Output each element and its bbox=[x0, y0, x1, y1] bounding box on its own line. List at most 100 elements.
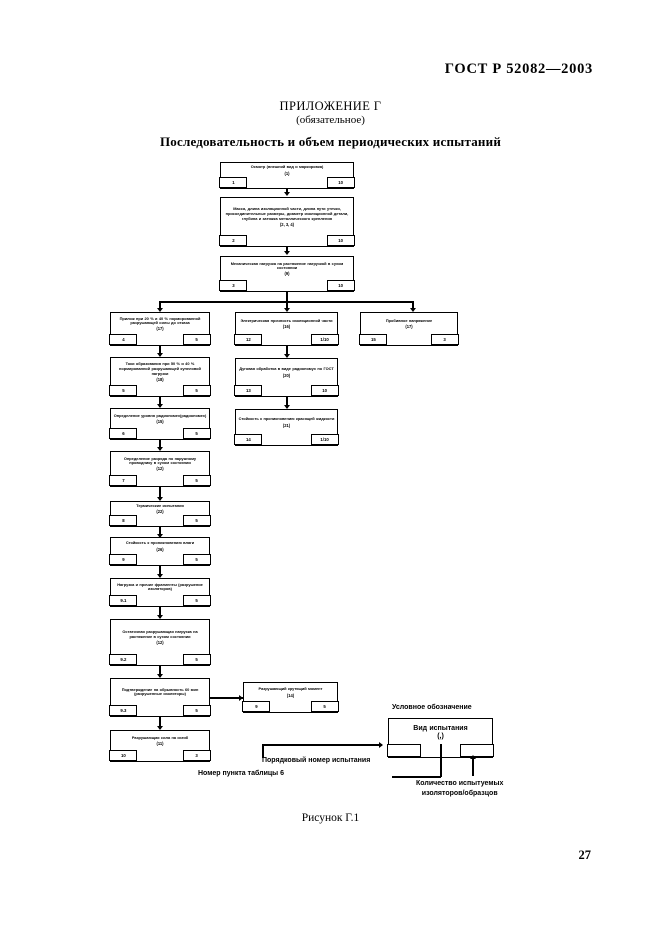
flow-node-7-foot: 7 5 bbox=[109, 475, 211, 486]
flow-node-5-text: Токи образования при 50 % и 40 % нормиро… bbox=[119, 361, 201, 376]
legend-sample-body: Вид испытания (,) bbox=[389, 719, 492, 744]
legend-leader-quantity-v bbox=[472, 758, 474, 776]
flow-node-18-ref: (14) bbox=[286, 692, 295, 698]
flow-node-13-foot: 10 3 bbox=[109, 750, 211, 761]
flow-node-16-foot: 14 1/10 bbox=[234, 434, 339, 445]
flow-node-14-text: Электрическая прочность изоляционной час… bbox=[240, 317, 333, 323]
flow-node-9-body: Стойкость к проникновению влаги (26) bbox=[111, 538, 209, 554]
flow-node-14-body: Электрическая прочность изоляционной час… bbox=[236, 313, 337, 334]
flow-node-12-order: 9.3 bbox=[109, 705, 138, 716]
arrow-branch-left bbox=[156, 308, 163, 312]
flow-node-6-order: 6 bbox=[109, 428, 138, 439]
flow-node-8-body: Термические испытания (22) bbox=[111, 502, 209, 515]
appendix-subtitle: (обязательное) bbox=[296, 114, 365, 126]
connector-9-10 bbox=[159, 566, 161, 577]
legend-sample-text: Вид испытания bbox=[413, 725, 468, 733]
flow-node-18-order: 9 bbox=[242, 701, 271, 712]
flow-node-2-count: 10 bbox=[326, 235, 355, 246]
flow-node-12: Подтверждение на обрывность 60 мин (разр… bbox=[109, 678, 211, 717]
flow-node-13: Разрушающая сила на изгиб (11) 10 3 bbox=[109, 730, 211, 762]
flow-node-6-ref: (15) bbox=[156, 419, 164, 425]
arrow-7-8 bbox=[156, 497, 163, 501]
flow-node-3-body: Механическая нагрузка на растяжение нагр… bbox=[221, 257, 353, 280]
flow-node-8-count: 5 bbox=[182, 515, 211, 526]
flow-node-4-count: 5 bbox=[182, 334, 211, 345]
flow-node-7-order: 7 bbox=[109, 475, 138, 486]
legend-leader-order-arrow bbox=[379, 741, 383, 748]
flow-node-17-order: 15 bbox=[359, 334, 388, 345]
flow-node-3-ref: (9) bbox=[284, 271, 290, 277]
legend-title: Условное обозначение bbox=[392, 704, 472, 711]
flow-node-18-foot: 9 5 bbox=[242, 701, 339, 712]
flow-node-14: Электрическая прочность изоляционной час… bbox=[234, 312, 339, 346]
flow-node-18-count: 5 bbox=[310, 701, 339, 712]
connector-12-18 bbox=[210, 697, 243, 699]
flow-node-9-order: 9 bbox=[109, 554, 138, 565]
branch-stem bbox=[286, 292, 288, 302]
flow-node-12-count: 5 bbox=[182, 705, 211, 716]
flow-node-1-order: 1 bbox=[219, 177, 248, 188]
flow-node-18-text: Разрушающий крутящий момент bbox=[258, 686, 323, 692]
flow-node-3-text: Механическая нагрузка на растяжение нагр… bbox=[230, 260, 344, 271]
flow-node-16-body: Стойкость к проникновению красящей жидко… bbox=[236, 410, 337, 434]
flow-node-6-count: 5 bbox=[182, 428, 211, 439]
connector-7-8 bbox=[159, 487, 161, 500]
flow-node-15-count: 10 bbox=[310, 385, 339, 396]
flow-node-9-foot: 9 5 bbox=[109, 554, 211, 565]
arrow-8-9 bbox=[156, 534, 163, 538]
flow-node-16-count: 1/10 bbox=[310, 434, 339, 445]
flow-node-1-ref: (1) bbox=[284, 170, 290, 176]
flow-node-2-text: Масса, длина изоляционной части, длина п… bbox=[225, 206, 349, 221]
flow-node-6-text: Определение уровня радиопомех(радиопомех… bbox=[113, 412, 207, 418]
arrow-15-16 bbox=[283, 405, 290, 409]
legend-label-order-number: Порядковый номер испытания bbox=[262, 757, 371, 764]
figure-caption: Рисунок Г.1 bbox=[301, 812, 360, 824]
flow-node-7-body: Определение разряда по наружному проводн… bbox=[111, 452, 209, 475]
flow-node-14-ref: (16) bbox=[282, 324, 291, 330]
flow-node-2-order: 2 bbox=[219, 235, 248, 246]
legend-leader-order-v bbox=[262, 744, 264, 758]
flow-node-5-body: Токи образования при 50 % и 40 % нормиро… bbox=[111, 358, 209, 385]
flow-node-13-ref: (11) bbox=[156, 741, 164, 747]
flow-node-5: Токи образования при 50 % и 40 % нормиро… bbox=[109, 357, 211, 397]
connector-4-5 bbox=[159, 346, 161, 356]
flow-node-11-foot: 9.2 5 bbox=[109, 654, 211, 665]
flow-node-3-order: 3 bbox=[219, 280, 248, 291]
flow-node-15: Дуговая обработка в виде радиопомух по Г… bbox=[234, 358, 339, 397]
flow-node-16: Стойкость к проникновению красящей жидко… bbox=[234, 409, 339, 446]
flow-node-11-order: 9.2 bbox=[109, 654, 138, 665]
flow-node-17-text: Пробивное напряжение bbox=[385, 317, 433, 323]
flow-node-3-count: 10 bbox=[326, 280, 355, 291]
flow-node-1-count: 10 bbox=[326, 177, 355, 188]
flow-node-17-body: Пробивное напряжение (17) bbox=[361, 313, 457, 334]
connector-1-2 bbox=[286, 189, 288, 194]
flow-node-17-ref: (17) bbox=[405, 324, 413, 330]
legend-leader-quantity-arrow bbox=[469, 755, 476, 759]
arrow-4-5 bbox=[156, 353, 163, 357]
branch-drop-right bbox=[412, 301, 414, 310]
flow-node-13-text: Разрушающая сила на изгиб bbox=[131, 734, 189, 740]
flow-node-13-order: 10 bbox=[109, 750, 138, 761]
flow-node-4-order: 4 bbox=[109, 334, 138, 345]
flow-node-11-body: Остаточная разрушающая нагрузка на растя… bbox=[111, 620, 209, 654]
connector-6-7 bbox=[159, 440, 161, 450]
flow-node-9-text: Стойкость к проникновению влаги bbox=[125, 540, 195, 546]
flow-node-4-body: Прилож при 20 % и 40 % нормированной раз… bbox=[111, 313, 209, 334]
flow-node-12-body: Подтверждение на обрывность 60 мин (разр… bbox=[111, 679, 209, 705]
arrow-9-10 bbox=[156, 574, 163, 578]
flow-node-1-foot: 1 10 bbox=[219, 177, 355, 188]
flow-node-5-foot: 5 5 bbox=[109, 385, 211, 396]
flow-node-7-ref: (12) bbox=[156, 466, 164, 472]
flow-node-10: Нагрузка и прочие фрагменты (разрушение … bbox=[109, 578, 211, 607]
flow-node-5-count: 5 bbox=[182, 385, 211, 396]
flow-node-5-order: 5 bbox=[109, 385, 138, 396]
legend-label-table-item: Номер пункта таблицы 6 bbox=[198, 770, 284, 777]
legend-leader-table-h bbox=[392, 776, 441, 778]
legend-sample-foot bbox=[387, 744, 494, 757]
flow-node-7: Определение разряда по наружному проводн… bbox=[109, 451, 211, 487]
flow-node-11-text: Остаточная разрушающая нагрузка на растя… bbox=[122, 629, 198, 639]
legend-sample-ref: (,) bbox=[437, 732, 444, 740]
flow-node-14-order: 12 bbox=[234, 334, 263, 345]
flow-node-10-foot: 9.1 5 bbox=[109, 595, 211, 606]
arrow-branch-mid bbox=[283, 308, 290, 312]
